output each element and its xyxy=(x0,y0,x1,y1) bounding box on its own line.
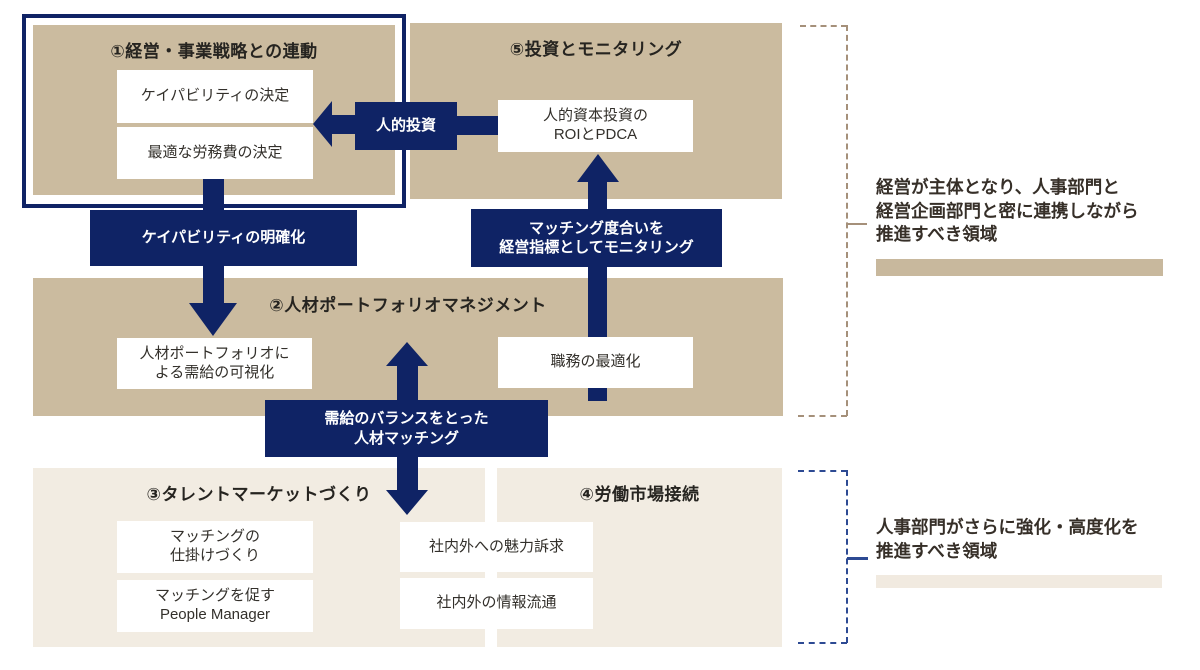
capability-decision-card: ケイパビリティの決定 xyxy=(117,70,313,123)
monitoring-flow-arrowhead-up-icon xyxy=(577,154,619,182)
matching-up-shaft xyxy=(397,365,418,402)
strategy-section-title: ①経営・事業戦略との連動 xyxy=(110,42,318,61)
people-manager-card: マッチングを促す People Manager xyxy=(117,580,313,632)
supply-demand-matching-label: 需給のバランスをとった 人材マッチング xyxy=(265,400,548,457)
information-flow-card: 社内外の情報流通 xyxy=(400,578,593,629)
management-area-annotation: 経営が主体となり、人事部門と 経営企画部門と密に連携しながら 推進すべき領域 xyxy=(876,177,1139,244)
management-bracket-top-dash xyxy=(800,25,847,27)
management-bracket-vertical-dash xyxy=(846,25,848,416)
hr-bracket-tick xyxy=(847,557,868,560)
hr-area-underline-bar xyxy=(876,575,1162,588)
job-optimization-card: 職務の最適化 xyxy=(498,337,693,388)
roi-pdca-card: 人的資本投資の ROIとPDCA xyxy=(498,100,693,152)
appeal-internal-external-card: 社内外への魅力訴求 xyxy=(400,522,593,572)
capability-clarification-label: ケイパビリティの明確化 xyxy=(90,210,357,266)
human-investment-arrowhead-left-icon xyxy=(313,101,332,147)
hr-area-annotation: 人事部門がさらに強化・高度化を 推進すべき領域 xyxy=(876,517,1139,561)
matching-monitoring-label: マッチング度合いを 経営指標としてモニタリング xyxy=(471,209,722,267)
supply-demand-visualization-card: 人材ポートフォリオに よる需給の可視化 xyxy=(117,338,312,389)
talent-market-section-title: ③タレントマーケットづくり xyxy=(146,485,372,504)
investment-section-title: ⑤投資とモニタリング xyxy=(509,40,683,59)
matching-mechanism-card: マッチングの 仕掛けづくり xyxy=(117,521,313,573)
human-investment-label: 人的投資 xyxy=(355,102,457,150)
management-bracket-bottom-dash xyxy=(798,415,847,417)
management-area-underline-bar xyxy=(876,259,1163,276)
hr-bracket-vertical-dash xyxy=(846,470,848,643)
matching-arrowhead-up-icon xyxy=(386,342,428,366)
labor-market-section-title: ④労働市場接続 xyxy=(579,485,700,504)
hr-bracket-top-dash xyxy=(798,470,847,472)
capability-flow-arrowhead-down-icon xyxy=(189,303,237,336)
matching-down-shaft xyxy=(397,456,418,491)
human-investment-shaft-left xyxy=(331,115,355,134)
portfolio-section-title: ②人材ポートフォリオマネジメント xyxy=(269,296,547,315)
human-investment-shaft-right xyxy=(457,116,498,135)
matching-arrowhead-down-icon xyxy=(386,490,428,515)
hr-bracket-bottom-dash xyxy=(798,642,847,644)
labor-cost-decision-card: 最適な労務費の決定 xyxy=(117,127,313,179)
management-bracket-tick xyxy=(847,223,867,225)
